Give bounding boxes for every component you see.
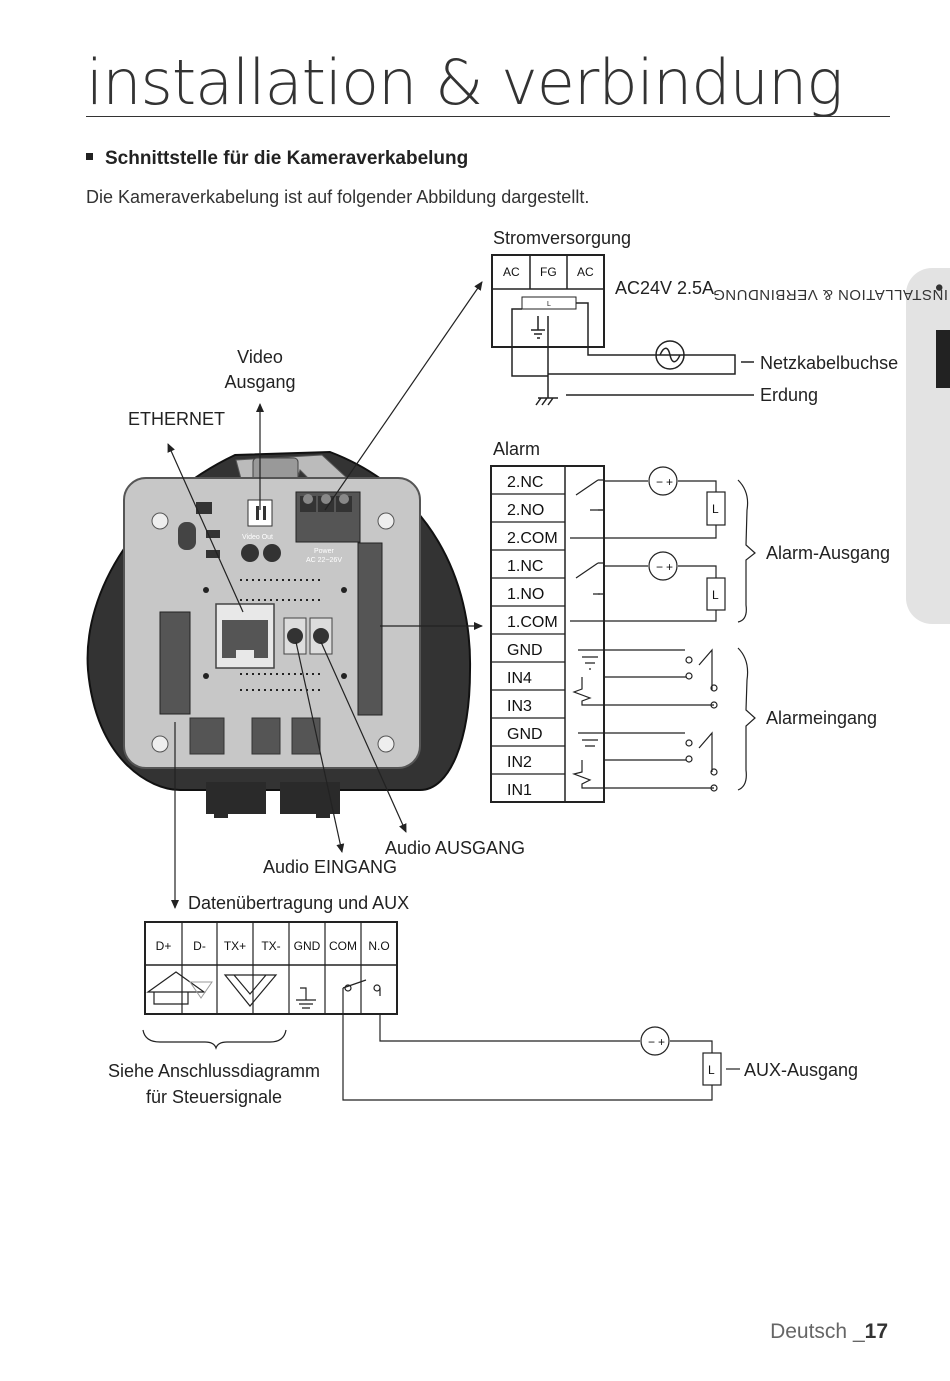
- data-terminal-0: D+: [156, 939, 172, 953]
- square-bullet-icon: [86, 153, 93, 161]
- audio-out-arrow: [320, 641, 407, 833]
- page-title: installation & verbindung: [86, 46, 843, 119]
- data-terminal-block: [142, 921, 740, 1101]
- data-terminal-1: D-: [193, 939, 206, 953]
- alarm-source2-minus: −: [656, 560, 663, 574]
- chapter-tab-marker: [936, 330, 950, 388]
- video-output-label-line1: Video: [237, 347, 283, 367]
- audio-out-label: Audio AUSGANG: [385, 838, 525, 858]
- aux-output-label: AUX-Ausgang: [744, 1060, 858, 1080]
- section-heading: Schnittstelle für die Kameraverkabelung: [86, 148, 468, 170]
- alarm-terminal-7: IN4: [507, 670, 532, 687]
- data-terminal-labels: D+ D- TX+ TX- GND COM N.O: [156, 939, 390, 953]
- alarm-terminal-block: [490, 465, 756, 803]
- alarm-source2-plus: +: [666, 560, 673, 574]
- alarm-terminal-8: IN3: [507, 698, 532, 715]
- alarm-source1-minus: −: [656, 475, 663, 489]
- alarm-terminal-4: 1.NO: [507, 586, 544, 603]
- audio-in-label: Audio EINGANG: [263, 857, 397, 877]
- alarm-terminal-11: IN1: [507, 782, 532, 799]
- alarm-terminal-2: 2.COM: [507, 530, 558, 547]
- alarm-terminal-3: 1.NC: [507, 558, 543, 575]
- alarm-terminal-labels: 2.NC2.NO2.COM1.NC1.NO1.COMGNDIN4IN3GNDIN…: [507, 474, 558, 799]
- data-terminal-3: TX-: [261, 939, 280, 953]
- board-video-out-label: Video Out: [242, 534, 273, 541]
- aux-load-label: L: [708, 1063, 715, 1077]
- alarm-title: Alarm: [493, 439, 540, 459]
- alarm-input-label: Alarmeingang: [766, 708, 877, 728]
- board-power-rating: AC 22~26V: [306, 557, 342, 564]
- alarm-terminal-9: GND: [507, 726, 543, 743]
- alarm-terminal-6: GND: [507, 642, 543, 659]
- alarm-output-label: Alarm-Ausgang: [766, 543, 890, 563]
- alarm-terminal-10: IN2: [507, 754, 532, 771]
- ethernet-label: ETHERNET: [128, 409, 225, 429]
- power-rating: AC24V 2.5A: [615, 278, 714, 298]
- page-footer: Deutsch _17: [770, 1320, 888, 1344]
- power-terminal-ac1: AC: [503, 265, 520, 279]
- audio-in-arrow: [295, 641, 345, 853]
- intro-text: Die Kameraverkabelung ist auf folgender …: [86, 187, 590, 207]
- power-terminal-ac2: AC: [577, 265, 594, 279]
- power-arrow: [324, 281, 483, 511]
- ground-label: Erdung: [760, 385, 818, 405]
- chapter-tab[interactable]: [906, 268, 950, 624]
- aux-source-minus: −: [648, 1035, 655, 1049]
- footer-language: Deutsch _: [770, 1320, 865, 1343]
- camera-housing: [86, 450, 472, 818]
- page-number: 17: [864, 1320, 888, 1343]
- power-title: Stromversorgung: [493, 228, 631, 248]
- data-label: Datenübertragung und AUX: [188, 893, 409, 913]
- aux-source-plus: +: [658, 1035, 665, 1049]
- power-terminal-fg: FG: [540, 265, 557, 279]
- power-fuse-label: L: [547, 301, 551, 308]
- data-terminal-4: GND: [294, 939, 321, 953]
- ethernet-arrow: [167, 443, 244, 613]
- data-terminal-5: COM: [329, 939, 357, 953]
- data-note-line2: für Steuersignale: [146, 1087, 282, 1107]
- alarm-terminal-5: 1.COM: [507, 614, 558, 631]
- power-terminal-block: [491, 254, 684, 377]
- title-divider: [86, 116, 890, 117]
- alarm-terminal-1: 2.NO: [507, 502, 544, 519]
- power-socket-label: Netzkabelbuchse: [760, 353, 898, 373]
- video-output-label-line2: Ausgang: [224, 372, 295, 392]
- data-terminal-6: N.O: [368, 939, 389, 953]
- alarm-source1-plus: +: [666, 475, 673, 489]
- board-power-label: Power: [314, 548, 335, 555]
- ac-source-icon: [535, 340, 754, 406]
- alarm-load2-label: L: [712, 588, 719, 602]
- section-heading-text: Schnittstelle für die Kameraverkabelung: [105, 148, 469, 169]
- data-note-line1: Siehe Anschlussdiagramm: [108, 1061, 320, 1081]
- data-terminal-2: TX+: [224, 939, 246, 953]
- alarm-terminal-0: 2.NC: [507, 474, 543, 491]
- alarm-load1-label: L: [712, 502, 719, 516]
